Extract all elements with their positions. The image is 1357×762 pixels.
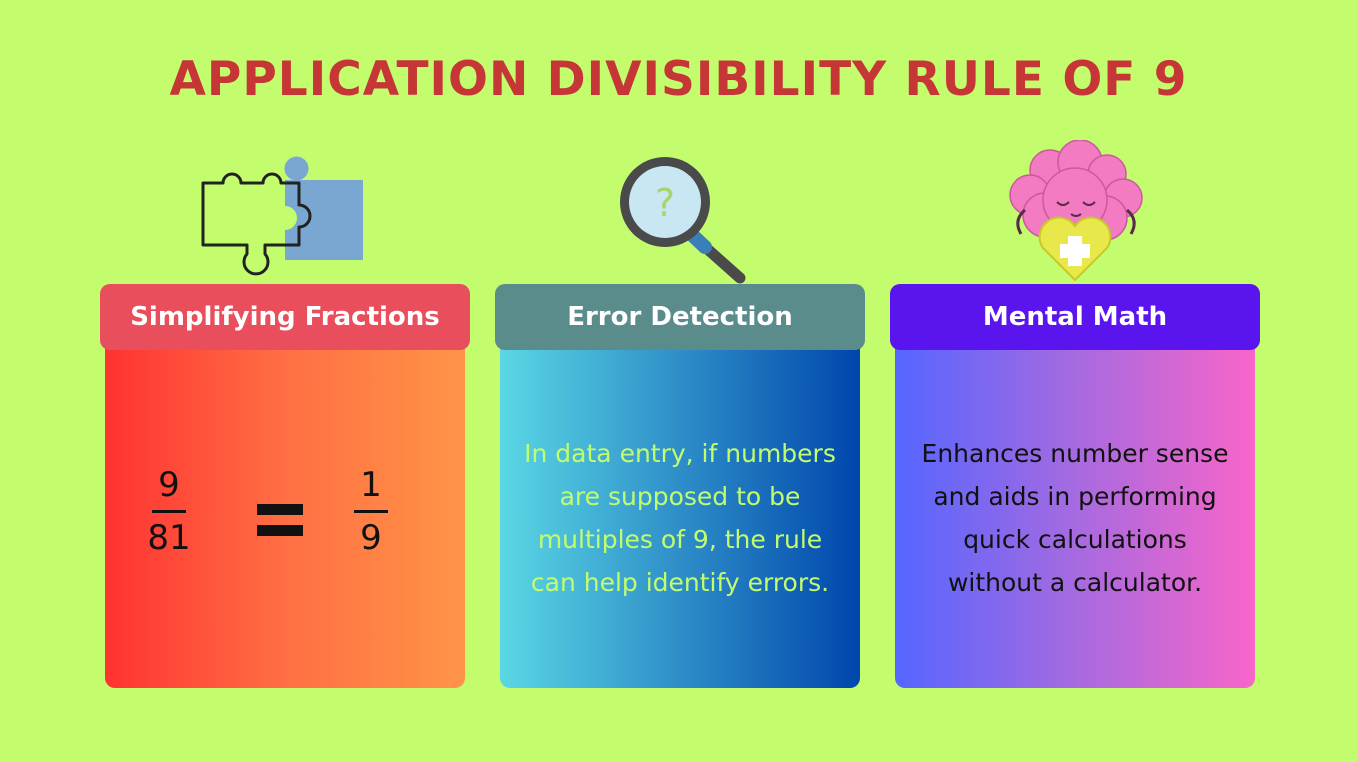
card-error-detection-body (500, 345, 860, 688)
text-line: In data entry, if numbers (524, 439, 836, 468)
magnifier-question-icon: ? (620, 157, 746, 284)
fraction-right-denominator: 9 (360, 518, 382, 558)
fraction-left: 9 81 (138, 462, 200, 561)
card-simplifying-fractions-body (105, 345, 465, 688)
card-simplifying-fractions-header: Simplifying Fractions (100, 284, 470, 350)
fraction-left-bar (152, 510, 186, 513)
text-line: can help identify errors. (530, 568, 830, 597)
equals-sign (257, 504, 303, 536)
puzzle-icon (201, 156, 363, 276)
text-line: Enhances number sense (921, 439, 1229, 468)
text-line: without a calculator. (947, 568, 1203, 597)
fraction-left-denominator: 81 (147, 518, 191, 558)
brain-heart-icon (1009, 140, 1143, 282)
card-mental-math-text: Enhances number sense and aids in perfor… (915, 432, 1235, 604)
card-error-detection-text: In data entry, if numbers are supposed t… (520, 432, 840, 604)
card-error-detection-header: Error Detection (495, 284, 865, 350)
text-line: and aids in performing (933, 482, 1217, 511)
fraction-left-numerator: 9 (158, 465, 180, 505)
fraction-right: 1 9 (345, 462, 397, 561)
text-line: quick calculations (963, 525, 1187, 554)
fraction-right-numerator: 1 (360, 465, 382, 505)
card-mental-math-body (895, 345, 1255, 688)
svg-text:?: ? (655, 181, 675, 225)
page-title: APPLICATION DIVISIBILITY RULE OF 9 (169, 52, 1188, 107)
text-line: multiples of 9, the rule (537, 525, 823, 554)
card-mental-math-header: Mental Math (890, 284, 1260, 350)
fraction-right-bar (354, 510, 388, 513)
text-line: are supposed to be (559, 482, 801, 511)
